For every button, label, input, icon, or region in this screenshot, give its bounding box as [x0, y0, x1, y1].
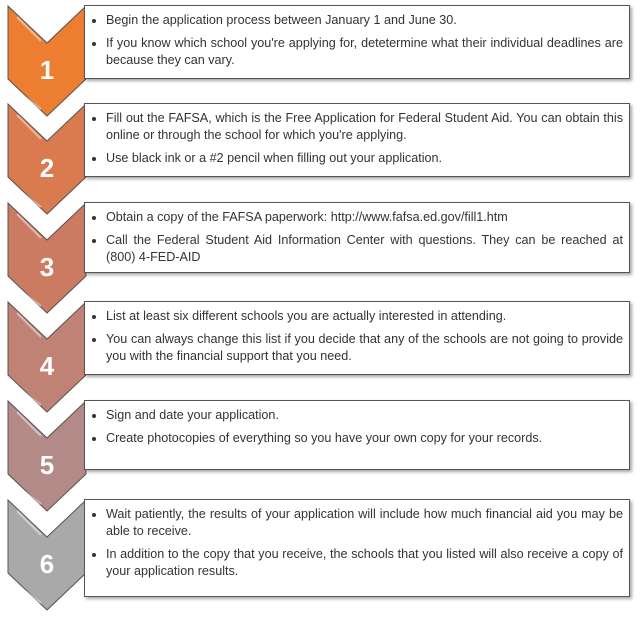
step-bullet: Wait patiently, the results of your appl… [106, 506, 623, 540]
step-bullet: You can always change this list if you d… [106, 331, 623, 365]
step-number: 3 [39, 252, 55, 282]
step-bullet: In addition to the copy that you receive… [106, 546, 623, 580]
chevron-shape [7, 301, 87, 413]
step-chevron: 5 [7, 400, 87, 512]
step-number: 6 [39, 549, 55, 579]
step-text-box: Fill out the FAFSA, which is the Free Ap… [84, 103, 630, 177]
step-text-box: Wait patiently, the results of your appl… [84, 499, 630, 597]
step-bullet: Sign and date your application. [106, 407, 623, 424]
chevron-shape [7, 400, 87, 512]
chevron-shape [7, 202, 87, 314]
step-bullet: Create photocopies of everything so you … [106, 430, 623, 447]
step-number: 4 [39, 351, 55, 381]
step-bullet: Obtain a copy of the FAFSA paperwork: ht… [106, 209, 623, 226]
step-text-box: Sign and date your application. Create ph… [84, 400, 630, 470]
step-number: 5 [39, 450, 55, 480]
step-text-box: Begin the application process between Ja… [84, 5, 630, 79]
step-bullet: Fill out the FAFSA, which is the Free Ap… [106, 110, 623, 144]
step-chevron: 2 [7, 103, 87, 215]
step-chevron: 4 [7, 301, 87, 413]
step-chevron: 6 [7, 499, 87, 611]
step-number: 1 [39, 55, 55, 85]
chevron-shape [7, 103, 87, 215]
step-bullet: List at least six different schools you … [106, 308, 623, 325]
step-chevron: 1 [7, 5, 87, 117]
step-text-box: Obtain a copy of the FAFSA paperwork: ht… [84, 202, 630, 273]
chevron-shape [7, 5, 87, 117]
step-text-box: List at least six different schools you … [84, 301, 630, 375]
step-bullet: Use black ink or a #2 pencil when fillin… [106, 150, 623, 167]
step-number: 2 [39, 153, 55, 183]
step-bullet: If you know which school you're applying… [106, 35, 623, 69]
step-bullet: Begin the application process between Ja… [106, 12, 623, 29]
step-chevron: 3 [7, 202, 87, 314]
step-bullet: Call the Federal Student Aid Information… [106, 232, 623, 266]
